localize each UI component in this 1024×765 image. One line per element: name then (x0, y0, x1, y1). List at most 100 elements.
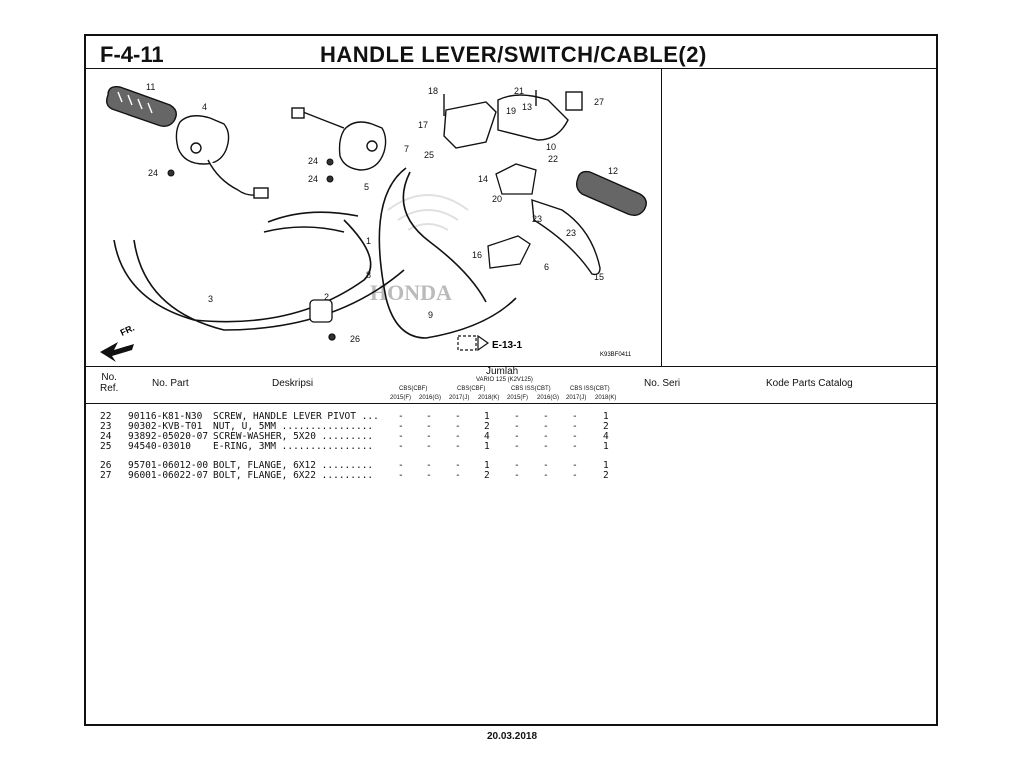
row-desc: BOLT, FLANGE, 6X22 ......... (213, 470, 374, 481)
page-frame (84, 34, 938, 726)
svg-text:23: 23 (532, 214, 542, 224)
row-qty: 1 (603, 411, 609, 422)
row-qty: - (398, 441, 404, 452)
row-part-no: 90302-KVB-T01 (128, 421, 203, 432)
row-qty: - (543, 411, 549, 422)
row-ref: 23 (100, 421, 112, 432)
row-part-no: 93892-05020-07 (128, 431, 209, 442)
bracket-14 (495, 163, 537, 195)
diagram-bottom-line (86, 366, 936, 367)
svg-text:20: 20 (492, 194, 502, 204)
svg-text:6: 6 (544, 262, 549, 272)
left-switch-housing (175, 115, 269, 199)
row-qty: - (398, 431, 404, 442)
header-no-seri: No. Seri (644, 378, 681, 389)
row-qty: - (398, 411, 404, 422)
header-group-4: CBS ISS(CBT) (570, 386, 610, 392)
year-6: 2016(G) (537, 395, 560, 401)
row-desc: E-RING, 3MM ................ (213, 441, 374, 452)
svg-text:16: 16 (472, 250, 482, 260)
row-qty: - (514, 470, 520, 481)
year-5: 2015(F) (507, 395, 529, 401)
footer-date: 20.03.2018 (486, 731, 538, 742)
svg-text:23: 23 (566, 228, 576, 238)
row-qty: - (543, 441, 549, 452)
right-switch-housing (291, 107, 387, 171)
row-ref: 22 (100, 411, 112, 422)
svg-text:13: 13 (522, 102, 532, 112)
brake-lever-15 (531, 198, 601, 276)
row-qty: 2 (603, 421, 609, 432)
header-kode: Kode Parts Catalog (766, 378, 853, 389)
row-ref: 24 (100, 431, 112, 442)
fr-label: FR. (119, 323, 136, 338)
row-desc: NUT, U, 5MM ................ (213, 421, 374, 432)
header-jumlah: Jumlah (486, 366, 519, 377)
diagram-svg: HONDA (100, 82, 647, 362)
row-qty: 1 (484, 460, 490, 471)
watermark-text: HONDA (370, 280, 452, 305)
row-ref: 26 (100, 460, 112, 471)
year-3: 2017(J) (449, 395, 470, 401)
year-2: 2016(G) (419, 395, 442, 401)
row-qty: 2 (484, 470, 490, 481)
svg-text:5: 5 (364, 182, 369, 192)
row-qty: - (543, 470, 549, 481)
svg-text:22: 22 (548, 154, 558, 164)
diagram-divider (661, 68, 662, 366)
row-qty: - (514, 441, 520, 452)
svg-text:24: 24 (308, 156, 318, 166)
row-qty: - (398, 460, 404, 471)
header-group-1: CBS(CBF) (399, 386, 428, 392)
cable-clamp (309, 299, 336, 341)
row-desc: SCREW-WASHER, 5X20 ......... (213, 431, 374, 442)
svg-text:12: 12 (608, 166, 618, 176)
svg-text:1: 1 (366, 236, 371, 246)
row-part-no: 94540-03010 (128, 441, 191, 452)
row-qty: - (455, 431, 461, 442)
row-qty: - (572, 431, 578, 442)
svg-text:11: 11 (146, 82, 155, 92)
row-qty: 1 (484, 441, 490, 452)
row-qty: - (455, 411, 461, 422)
row-desc: SCREW, HANDLE LEVER PIVOT ... (213, 411, 379, 422)
title-divider (86, 68, 936, 69)
row-qty: 4 (484, 431, 490, 442)
page-code: F-4-11 (100, 42, 164, 67)
row-qty: 1 (484, 411, 490, 422)
svg-text:8: 8 (366, 270, 371, 280)
row-qty: - (514, 411, 520, 422)
year-1: 2015(F) (390, 395, 412, 401)
fr-arrow (100, 342, 134, 362)
image-code: K93BF0411 (600, 352, 632, 358)
page-title: HANDLE LEVER/SWITCH/CABLE(2) (320, 42, 707, 67)
svg-text:24: 24 (148, 168, 158, 178)
row-qty: - (514, 421, 520, 432)
svg-text:24: 24 (308, 174, 318, 184)
row-qty: - (398, 470, 404, 481)
row-qty: - (426, 411, 432, 422)
row-qty: - (398, 421, 404, 432)
year-7: 2017(J) (566, 395, 587, 401)
svg-text:10: 10 (546, 142, 556, 152)
svg-text:19: 19 (506, 106, 516, 116)
svg-text:7: 7 (404, 144, 409, 154)
svg-text:4: 4 (202, 102, 207, 112)
row-qty: - (543, 421, 549, 432)
cable-set (113, 211, 405, 331)
svg-text:25: 25 (424, 150, 434, 160)
honda-watermark (387, 194, 469, 231)
brake-master-assembly (443, 90, 583, 149)
header-group-3: CBS ISS(CBT) (511, 386, 551, 392)
svg-text:3: 3 (208, 294, 213, 304)
row-part-no: 95701-06012-00 (128, 460, 209, 471)
svg-text:17: 17 (418, 120, 428, 130)
row-qty: - (426, 460, 432, 471)
svg-text:14: 14 (478, 174, 488, 184)
svg-text:2: 2 (324, 292, 329, 302)
row-qty: - (426, 421, 432, 432)
row-qty: - (572, 441, 578, 452)
row-qty: - (572, 421, 578, 432)
svg-text:21: 21 (514, 86, 524, 96)
header-group-2: CBS(CBF) (457, 386, 486, 392)
